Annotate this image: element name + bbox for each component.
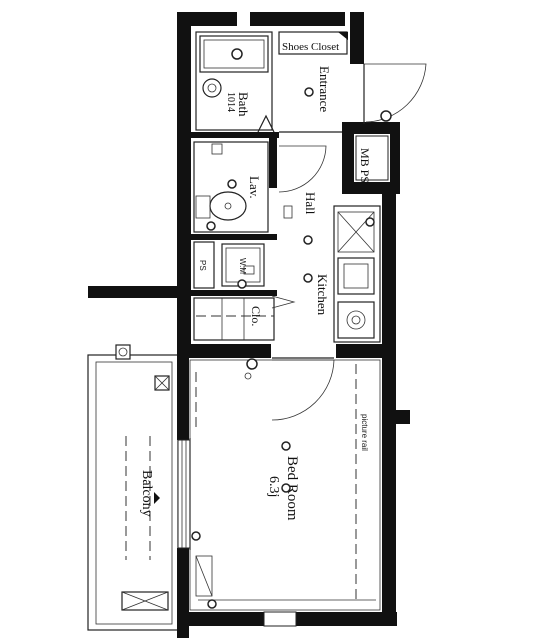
- bedroom-size-label: 6.3j: [266, 476, 281, 497]
- entrance-label: Entrance: [317, 66, 332, 112]
- kitchen-light-icon: [303, 273, 313, 283]
- entrance-area: Shoes Closet Entrance: [278, 31, 427, 133]
- washbasin-icon: [209, 191, 247, 221]
- bedroom-light-icon: [281, 441, 291, 451]
- bath-drain-icon: [202, 78, 222, 98]
- stove-icon: [337, 301, 375, 339]
- lav-door: [278, 145, 327, 193]
- wm-label: W.M: [238, 258, 247, 274]
- entry-door: [364, 63, 427, 123]
- bedroom-door: [271, 359, 335, 421]
- kitchen-label: Kitchen: [315, 274, 330, 316]
- shoes-closet-label: Shoes Closet: [282, 41, 339, 53]
- clo-label: Clo.: [249, 306, 263, 326]
- refrigerator-space: [337, 211, 375, 253]
- balcony-label: Balcony: [139, 470, 154, 517]
- mb-ps-label: MB PS: [358, 148, 372, 183]
- balcony-arrow-icon: [154, 492, 160, 504]
- kitchen-area: Kitchen: [303, 205, 381, 343]
- doorbell-icon: [380, 110, 392, 122]
- mb-ps-box: MB PS: [355, 135, 389, 183]
- closet: [193, 297, 275, 341]
- bath-size-label: 1014: [225, 92, 236, 112]
- hall-light-icon: [303, 235, 313, 245]
- balcony-drain-icon: [115, 344, 131, 360]
- bedroom-label: Bed Room: [284, 456, 300, 521]
- utility-area: PS W.M Clo.: [193, 241, 296, 341]
- bath-label: Bath: [236, 92, 251, 117]
- ps-label: PS: [198, 260, 207, 271]
- ceiling-light-icon: [304, 87, 314, 97]
- lavatory-room: Lav.: [193, 141, 327, 233]
- walls: [88, 12, 410, 638]
- picture-rail-label: picture rail: [360, 414, 369, 451]
- lav-label: Lav.: [247, 176, 262, 199]
- balcony-window: [177, 438, 191, 550]
- balcony-area: [87, 344, 179, 631]
- bath-room: Bath 1014: [195, 31, 275, 133]
- hall-area: Hall: [283, 192, 318, 245]
- hall-label: Hall: [303, 192, 318, 215]
- sink-icon: [337, 257, 375, 295]
- bedroom-area: picture rail Bed Room 6.3j: [189, 357, 381, 627]
